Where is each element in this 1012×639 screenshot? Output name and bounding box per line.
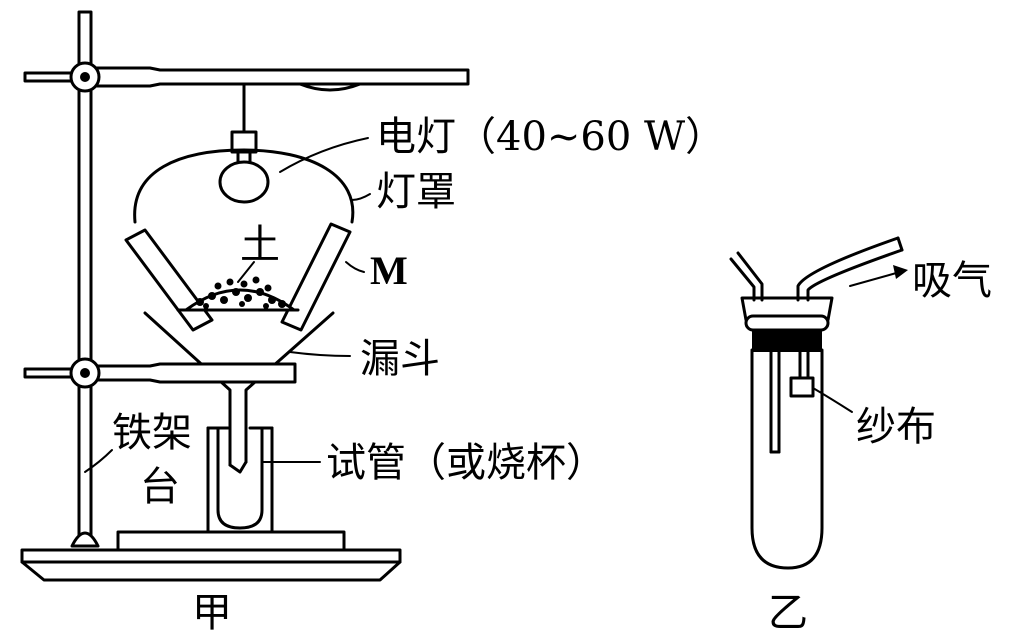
stand-rod [70,10,100,548]
lamp [218,82,270,204]
label-stand-line1: 铁架 [112,410,192,456]
tube-b-body [750,348,824,570]
soil-sample [184,276,296,312]
outlet-tube [796,236,904,380]
label-mesh: M [370,248,408,293]
upper-clamp [23,61,470,93]
label-lampshade: 灯罩 [376,169,456,215]
lampshade [133,148,355,224]
lower-clamp [23,357,297,389]
suction-arrow [849,265,908,287]
caption-a: 甲 [192,590,232,636]
label-tube: 试管（或烧杯） [326,440,606,486]
leader-lines [84,137,371,473]
label-soil: 土 [240,222,280,268]
label-gauze: 纱布 [856,404,936,450]
stopper [740,296,834,352]
gauze-bag [789,376,815,398]
label-stand-line2: 台 [140,464,180,510]
funnel [143,308,335,474]
label-lamp: 电灯（40~60 W） [376,114,725,160]
inlet-tube [729,251,781,454]
label-funnel: 漏斗 [360,336,440,382]
label-suction: 吸气 [912,258,992,304]
gauze-leader [812,387,853,413]
mesh-m [124,222,352,332]
caption-b: 乙 [768,590,808,636]
figure-a: 电灯（40~60 W） 灯罩 土 M 漏斗 铁架 台 试管（或烧杯） 甲 [20,10,725,636]
figure-b: 吸气 纱布 乙 [729,236,992,636]
collection-vessel [206,426,274,534]
stand-base [20,530,402,582]
